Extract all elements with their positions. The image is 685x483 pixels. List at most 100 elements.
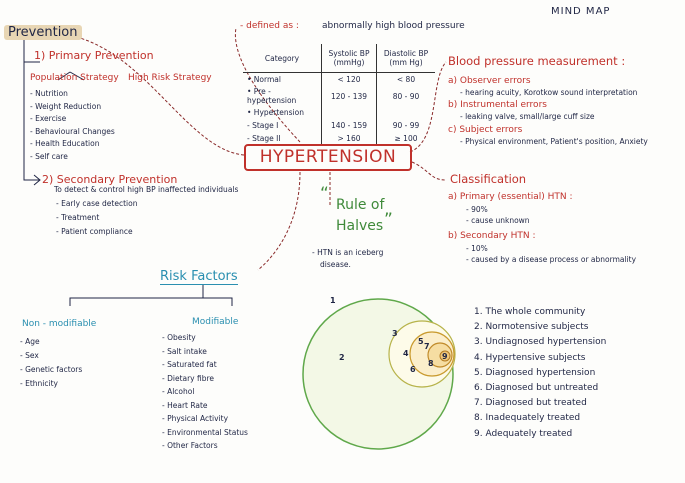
iceberg-label-6: 6 xyxy=(410,365,416,374)
table-cell-systolic xyxy=(321,106,377,119)
rule-of-halves-line1: Rule of xyxy=(336,197,385,213)
iceberg-legend-item: 7. Diagnosed but treated xyxy=(474,398,587,409)
observer-errors: a) Observer errors xyxy=(448,76,531,86)
rule-close-quote: ” xyxy=(384,210,393,230)
prevention-branch-line xyxy=(23,38,40,181)
secondary-prevention-label: 2) Secondary Prevention xyxy=(42,173,178,186)
rule-of-halves-line2: Halves xyxy=(336,218,384,234)
iceberg-label-1: 1 xyxy=(330,296,336,305)
classification-heading: Classification xyxy=(450,172,527,186)
table-cell-category: • Normal xyxy=(247,75,281,84)
connector-definition xyxy=(234,27,301,143)
primary-prevention-item: - Self care xyxy=(30,151,68,161)
connector-risk-factors xyxy=(257,171,301,271)
non-modifiable-item: - Ethnicity xyxy=(20,379,58,388)
iceberg-label-8: 8 xyxy=(428,359,434,368)
non-modifiable-item: - Genetic factors xyxy=(20,365,83,374)
iceberg-label-7: 7 xyxy=(424,342,430,351)
iceberg-label-2: 2 xyxy=(339,353,345,362)
table-cell-category: - Stage II xyxy=(247,134,281,143)
primary-prevention-item: - Health Education xyxy=(30,139,100,148)
non-modifiable-item: - Sex xyxy=(20,351,39,360)
modifiable-item: - Environmental Status xyxy=(162,427,248,437)
secondary-prevention-item: - Early case detection xyxy=(56,199,138,208)
modifiable-item: - Obesity xyxy=(162,333,196,342)
primary-prevention-item: - Exercise xyxy=(30,114,67,123)
iceberg-note-line2: disease. xyxy=(320,260,351,269)
modifiable-item: - Dietary fibre xyxy=(162,373,215,383)
risk-factors-heading: Risk Factors xyxy=(160,269,238,285)
table-row: • Hypertension xyxy=(243,106,435,119)
secondary-pointer xyxy=(33,174,41,186)
table-row: - Stage II > 160≥ 100 xyxy=(243,132,435,145)
secondary-htn-item-2: - caused by a disease process or abnorma… xyxy=(466,255,637,264)
non-modifiable-item: - Age xyxy=(20,337,40,346)
table-cell-systolic: > 160 xyxy=(321,132,377,145)
modifiable-label: Modifiable xyxy=(192,317,239,327)
subject-errors: c) Subject errors xyxy=(448,125,523,135)
definition-label: - defined as : xyxy=(240,21,299,31)
primary-prevention-item: - Nutrition xyxy=(30,89,68,98)
iceberg-label-5: 5 xyxy=(418,337,424,346)
table-row: • Normal < 120< 80 xyxy=(243,72,435,86)
table-cell-diastolic xyxy=(376,106,435,119)
modifiable-item: - Salt intake xyxy=(162,346,207,356)
bp-category-table: Category Systolic BP (mmHg) Diastolic BP… xyxy=(243,44,435,145)
table-cell-category: • Pre - hypertension xyxy=(247,87,297,105)
table-cell-systolic: 140 - 159 xyxy=(321,119,377,132)
iceberg-label-9: 9 xyxy=(442,352,448,361)
primary-htn-label: a) Primary (essential) HTN : xyxy=(448,192,573,202)
prevention-heading: Prevention xyxy=(4,25,82,40)
table-header-category: Category xyxy=(243,44,322,73)
modifiable-item: - Other Factors xyxy=(162,441,218,450)
iceberg-label-3: 3 xyxy=(392,329,398,338)
measurement-heading: Blood pressure measurement : xyxy=(448,54,626,68)
population-strategy: Population Strategy xyxy=(30,73,119,83)
page-title: MIND MAP xyxy=(551,6,611,17)
iceberg-legend-item: 6. Diagnosed but untreated xyxy=(474,383,599,393)
table-header-systolic: Systolic BP (mmHg) xyxy=(321,44,377,73)
iceberg-note-line1: - HTN is an iceberg xyxy=(312,248,384,257)
primary-prevention-label: 1) Primary Prevention xyxy=(34,49,154,62)
table-cell-diastolic: 80 - 90 xyxy=(376,86,435,106)
iceberg-label-4: 4 xyxy=(403,349,409,358)
primary-prevention-item: - Behavioural Changes xyxy=(30,126,115,136)
iceberg-legend-item: 2. Normotensive subjects xyxy=(474,322,589,333)
table-cell-category: - Stage I xyxy=(247,121,279,130)
primary-htn-item-1: - 90% xyxy=(466,205,488,214)
iceberg-legend-item: 4. Hypertensive subjects xyxy=(474,352,586,363)
table-cell-diastolic: < 80 xyxy=(376,72,435,86)
secondary-htn-item-1: - 10% xyxy=(466,244,488,253)
modifiable-item: - Heart Rate xyxy=(162,400,208,410)
table-cell-diastolic: 90 - 99 xyxy=(376,119,435,132)
iceberg-legend-item: 1. The whole community xyxy=(474,307,586,317)
table-cell-systolic: < 120 xyxy=(321,72,377,86)
secondary-prevention-desc: To detect & control high BP inaffected i… xyxy=(54,185,239,194)
primary-prevention-item: - Weight Reduction xyxy=(30,101,102,111)
high-risk-strategy: High Risk Strategy xyxy=(128,73,212,83)
primary-htn-item-2: - cause unknown xyxy=(466,216,530,225)
table-cell-diastolic: ≥ 100 xyxy=(376,132,435,145)
definition-text: abnormally high blood pressure xyxy=(322,21,465,31)
subject-errors-detail: - Physical environment, Patient's positi… xyxy=(460,137,648,146)
secondary-prevention-item: - Treatment xyxy=(56,213,100,222)
secondary-prevention-item: - Patient compliance xyxy=(56,227,133,236)
central-node-hypertension: HYPERTENSION xyxy=(244,144,412,171)
iceberg-legend-item: 8. Inadequately treated xyxy=(474,413,581,424)
observer-errors-detail: - hearing acuity, Korotkow sound interpr… xyxy=(460,88,638,97)
risk-tree-line xyxy=(69,285,233,306)
circle-adequately-treated xyxy=(439,350,451,362)
iceberg-legend-item: 5. Diagnosed hypertension xyxy=(474,367,596,378)
rule-open-quote: “ xyxy=(320,184,329,204)
connector-prevention xyxy=(79,37,245,156)
non-modifiable-label: Non - modifiable xyxy=(22,319,97,329)
connector-classification xyxy=(411,161,447,181)
instrumental-errors: b) Instrumental errors xyxy=(448,100,547,110)
secondary-htn-label: b) Secondary HTN : xyxy=(448,231,536,241)
iceberg-diagram xyxy=(302,298,456,450)
modifiable-item: - Saturated fat xyxy=(162,360,217,369)
